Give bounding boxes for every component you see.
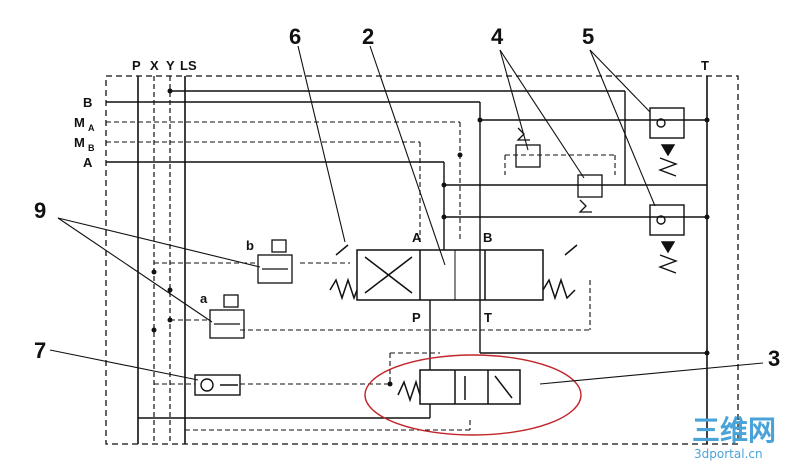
pressure-compensator [397, 369, 521, 405]
callout-7: 7 [34, 338, 46, 363]
port-lines [106, 90, 707, 419]
load-holding-valve-upper [649, 107, 685, 177]
pilot-lines [106, 121, 616, 431]
relief-valve-lower [577, 174, 603, 213]
watermark-url: 3dportal.cn [694, 447, 763, 461]
port-label-ma: M [74, 115, 85, 130]
solenoid-label-a: a [200, 291, 208, 306]
solenoid-valve-a [209, 294, 245, 339]
port-label-b: B [83, 95, 92, 110]
callout-3: 3 [768, 346, 780, 371]
callout-6: 6 [289, 24, 301, 49]
bus-lines [137, 76, 708, 444]
shuttle-valve [194, 374, 241, 396]
callout-9: 9 [34, 198, 46, 223]
bus-label-y: Y [166, 58, 175, 73]
valve-port-a: A [412, 230, 422, 245]
leader-lines [49, 45, 764, 385]
junction-dots [151, 88, 710, 387]
block-boundary [105, 75, 739, 445]
highlight-ellipse [364, 354, 582, 436]
relief-valve-upper [515, 127, 541, 168]
bus-label-t: T [701, 58, 709, 73]
bus-label-p: P [132, 58, 141, 73]
directional-valve [329, 244, 578, 301]
port-label-mb-sub: B [88, 143, 95, 153]
watermark-logo: 三维网 [692, 414, 776, 447]
port-label-a: A [83, 155, 93, 170]
callout-4: 4 [491, 24, 504, 49]
valve-port-t: T [484, 310, 492, 325]
load-holding-valve-lower [649, 204, 685, 274]
callout-5: 5 [582, 24, 594, 49]
valve-port-b: B [483, 230, 492, 245]
port-label-ma-sub: A [88, 123, 95, 133]
solenoid-label-b: b [246, 238, 254, 253]
valve-port-p: P [412, 310, 421, 325]
port-label-mb: M [74, 135, 85, 150]
callout-2: 2 [362, 24, 374, 49]
solenoid-valve-b [257, 239, 293, 284]
bus-label-ls: LS [180, 58, 197, 73]
bus-label-x: X [150, 58, 159, 73]
